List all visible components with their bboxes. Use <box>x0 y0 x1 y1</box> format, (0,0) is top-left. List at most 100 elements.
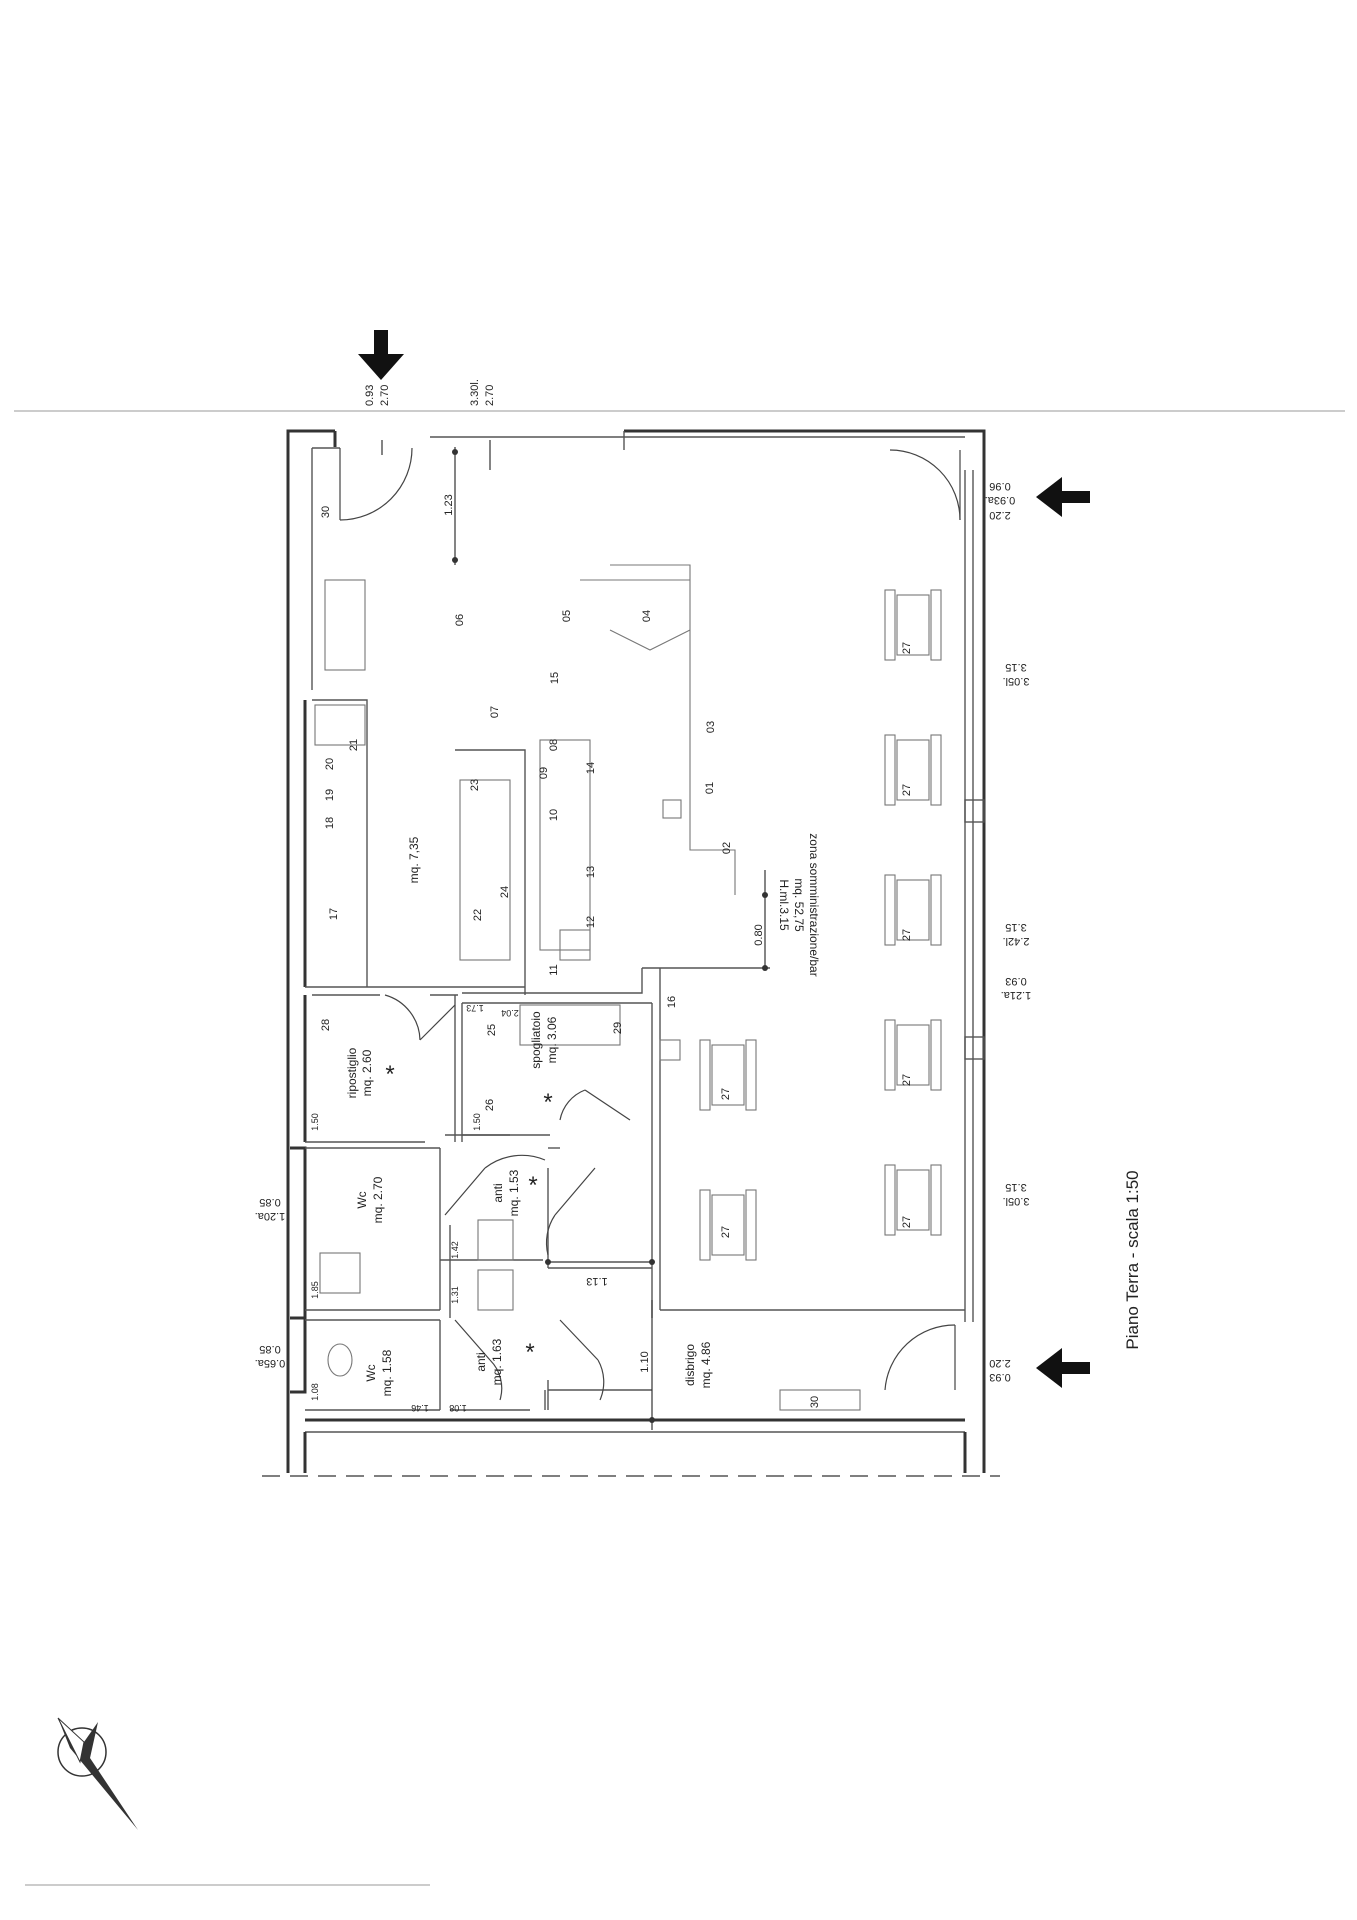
dim-right-bot-b: 2.20 <box>989 1357 1010 1369</box>
dim-top-mid-b: 2.70 <box>484 385 496 406</box>
item-number-27d: 27 <box>901 1074 913 1086</box>
item-number-30b: 30 <box>809 1396 821 1408</box>
interior-walls <box>290 447 965 1411</box>
room-disbrigo: disbrigo mq. 4.86 <box>683 1341 713 1388</box>
room-ripostiglio-star: * <box>385 1061 394 1088</box>
dim-173: 1.73 <box>466 1003 484 1013</box>
room-anti-lower: anti mq. 1.63 * <box>474 1338 535 1385</box>
north-compass-icon <box>57 1717 138 1830</box>
item-number-27b: 27 <box>901 784 913 796</box>
dim-w2-a: 2.42l. <box>1003 935 1030 947</box>
dim-150b: 1.50 <box>472 1113 482 1131</box>
item-number-08: 08 <box>548 739 560 751</box>
item-number-17: 17 <box>328 908 340 920</box>
dim-w4-a: 3.05l. <box>1003 1195 1030 1207</box>
dimension-lines <box>381 440 768 1430</box>
item-number-01: 01 <box>704 782 716 794</box>
item-number-05: 05 <box>561 610 573 622</box>
item-number-14: 14 <box>585 762 597 774</box>
dim-right-top-c: 2.20 <box>989 509 1010 521</box>
dim-left2-b: 0.85 <box>259 1343 280 1355</box>
item-number-30a: 30 <box>320 506 332 518</box>
dim-left-b: 0.85 <box>259 1196 280 1208</box>
dim-right-top-b: 0.96 <box>989 480 1010 492</box>
dim-113: 1.13 <box>586 1275 607 1287</box>
outer-walls <box>262 429 1000 1477</box>
room-anti-upper: anti mq. 1.53 * <box>491 1169 538 1216</box>
room-anti-upper-area: mq. 1.53 <box>507 1169 521 1216</box>
door-swings <box>339 447 961 1401</box>
furniture <box>314 564 942 1411</box>
room-ripostiglio-area: mq. 2.60 <box>360 1049 374 1096</box>
item-number-27a: 27 <box>901 642 913 654</box>
item-number-18: 18 <box>324 817 336 829</box>
room-wc-upper-area: mq. 2.70 <box>371 1176 385 1223</box>
item-number-09: 09 <box>538 767 550 779</box>
item-number-22: 22 <box>472 909 484 921</box>
room-wc-lower-area: mq. 1.58 <box>380 1349 394 1396</box>
dim-right-top-a: 0.93a. <box>985 494 1016 506</box>
room-bar-height: H.ml.3.15 <box>777 879 791 931</box>
dim-185: 1.85 <box>310 1281 320 1299</box>
room-anti-upper-name: anti <box>491 1183 505 1202</box>
item-number-06: 06 <box>454 614 466 626</box>
room-wc-lower-name: Wc <box>364 1364 378 1381</box>
dim-110: 1.10 <box>639 1351 651 1372</box>
table-group <box>699 589 942 1261</box>
room-spogliatoio-star: * <box>543 1089 552 1116</box>
room-spogliatoio: spogliatoio mq. 3.06 * <box>529 1011 559 1116</box>
room-wc-lower: Wc mq. 1.58 <box>364 1349 394 1396</box>
dim-146: 1.46 <box>411 1403 429 1413</box>
item-number-28: 28 <box>320 1019 332 1031</box>
item-number-10: 10 <box>548 809 560 821</box>
room-wc-upper: Wc mq. 2.70 <box>355 1176 385 1223</box>
item-number-16: 16 <box>666 996 678 1008</box>
room-wc-upper-name: Wc <box>355 1191 369 1208</box>
dim-right-bot-a: 0.93 <box>989 1371 1010 1383</box>
room-spogliatoio-area: mq. 3.06 <box>545 1016 559 1063</box>
dim-left2-a: 0.65a. <box>255 1357 286 1369</box>
room-bar: zona somministrazione/bar mq. 52,75 H.ml… <box>777 833 821 976</box>
room-bar-area: mq. 52,75 <box>792 878 806 932</box>
dim-w3-a: 1.21a. <box>1001 989 1032 1001</box>
dim-108b: 1.08 <box>449 1403 467 1413</box>
dimension-labels: 0.93 2.70 3.30l. 2.70 1.23 0.93a. 0.96 2… <box>255 379 1032 1413</box>
item-number-23: 23 <box>469 779 481 791</box>
dim-131: 1.31 <box>450 1286 460 1304</box>
dim-w3-b: 0.93 <box>1005 975 1026 987</box>
item-number-25: 25 <box>486 1024 498 1036</box>
item-number-07: 07 <box>489 706 501 718</box>
arrow-right-bottom-icon <box>1036 1348 1090 1388</box>
arrow-top-icon <box>358 330 404 380</box>
item-number-29: 29 <box>612 1022 624 1034</box>
room-kitchen-area: mq. 7,35 <box>407 836 421 883</box>
item-number-20: 20 <box>324 758 336 770</box>
item-number-27e: 27 <box>901 1216 913 1228</box>
dim-w1-b: 3.15 <box>1005 661 1026 673</box>
dim-204: 2.04 <box>501 1008 519 1018</box>
dim-w2-b: 3.15 <box>1005 921 1026 933</box>
room-ripostiglio-name: ripostiglio <box>345 1047 359 1098</box>
room-anti-upper-star: * <box>528 1172 537 1199</box>
room-anti-lower-star: * <box>525 1339 534 1366</box>
item-number-21: 21 <box>348 739 360 751</box>
item-number-19: 19 <box>324 789 336 801</box>
item-number-13: 13 <box>585 866 597 878</box>
item-number-15: 15 <box>549 672 561 684</box>
item-number-04: 04 <box>641 610 653 622</box>
item-number-24: 24 <box>499 886 511 898</box>
dim-142: 1.42 <box>450 1241 460 1259</box>
dim-080: 0.80 <box>753 924 765 945</box>
room-anti-lower-area: mq. 1.63 <box>490 1338 504 1385</box>
room-bar-name: zona somministrazione/bar <box>807 833 821 976</box>
dim-top-left-a: 0.93 <box>364 385 376 406</box>
item-number-12: 12 <box>585 916 597 928</box>
dim-123: 1.23 <box>443 494 455 515</box>
item-number-03: 03 <box>705 721 717 733</box>
item-number-02: 02 <box>721 842 733 854</box>
dim-left-a: 1.20a. <box>255 1210 286 1222</box>
item-number-11: 11 <box>548 964 560 975</box>
dim-108a: 1.08 <box>310 1383 320 1401</box>
room-spogliatoio-name: spogliatoio <box>529 1011 543 1069</box>
